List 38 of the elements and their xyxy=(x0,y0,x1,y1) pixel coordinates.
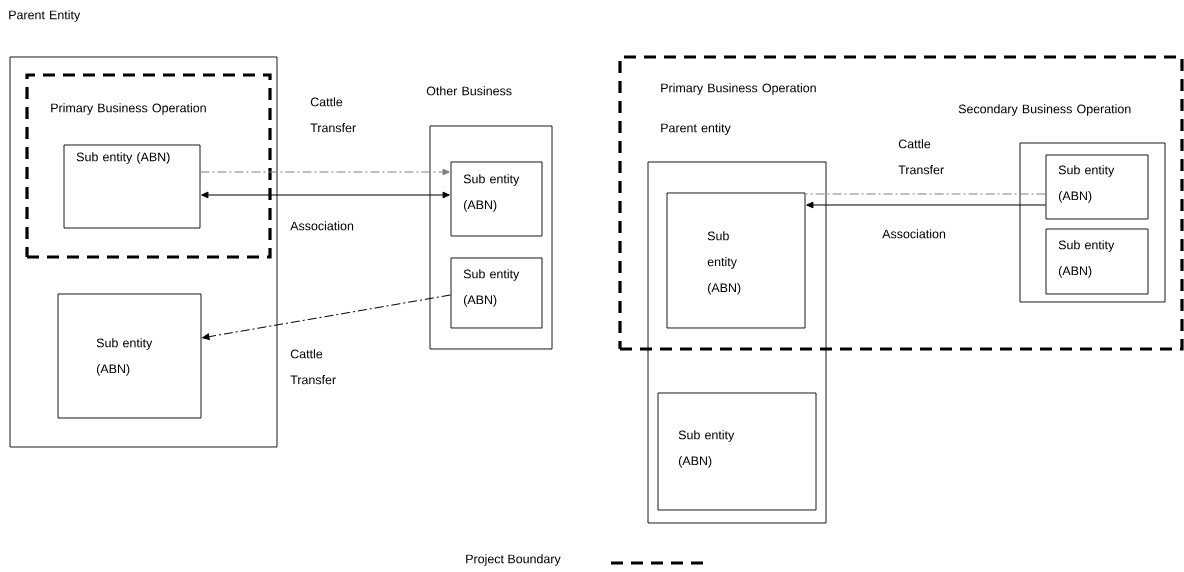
entity-label: Sub entity (ABN) xyxy=(96,338,153,376)
entity-label: Sub entity (ABN) xyxy=(463,269,520,307)
boundary-box xyxy=(618,55,1184,351)
edge-label: Cattle Transfer xyxy=(290,349,336,385)
edge-label: Cattle Transfer xyxy=(898,139,944,175)
entity-box xyxy=(958,104,1166,303)
entity-label: Primary Business Operation xyxy=(661,83,816,95)
entity-label: Primary Business Operation xyxy=(51,103,206,115)
entity-label: Sub entity (ABN) xyxy=(1058,240,1115,278)
entity-box xyxy=(647,161,827,524)
entity-box xyxy=(666,192,806,329)
arrow xyxy=(199,168,450,176)
entity-label: Parent entity xyxy=(661,123,731,135)
entity-box xyxy=(1045,228,1149,295)
arrow xyxy=(806,201,1047,209)
entity-box xyxy=(426,86,553,350)
entity-label: Sub entity (ABN) xyxy=(463,174,520,212)
entity-box xyxy=(1045,154,1149,220)
edge-label: Cattle Transfer xyxy=(310,97,356,133)
entity-box xyxy=(63,144,201,229)
entity-box xyxy=(450,257,543,329)
entity-label: Sub entity (ABN) xyxy=(678,430,735,468)
boundary-box xyxy=(25,73,272,259)
entity-label: Sub entity (ABN) xyxy=(1058,165,1115,203)
entity-label: Sub entity (ABN) xyxy=(707,231,741,295)
entity-label: Secondary Business Operation xyxy=(958,104,1131,116)
edge-label: Association xyxy=(882,229,946,239)
legend-label: Project Boundary xyxy=(466,554,561,566)
arrow xyxy=(201,191,450,199)
entity-box xyxy=(57,293,202,419)
entity-box xyxy=(657,392,817,511)
arrow xyxy=(202,294,452,341)
entity-label: Parent Entity xyxy=(9,10,81,22)
entity-label: Sub entity (ABN) xyxy=(76,152,170,164)
entity-label: Other Business xyxy=(426,86,512,96)
entity-box xyxy=(9,10,278,448)
edge-label: Association xyxy=(290,221,354,231)
entity-box xyxy=(450,161,543,237)
